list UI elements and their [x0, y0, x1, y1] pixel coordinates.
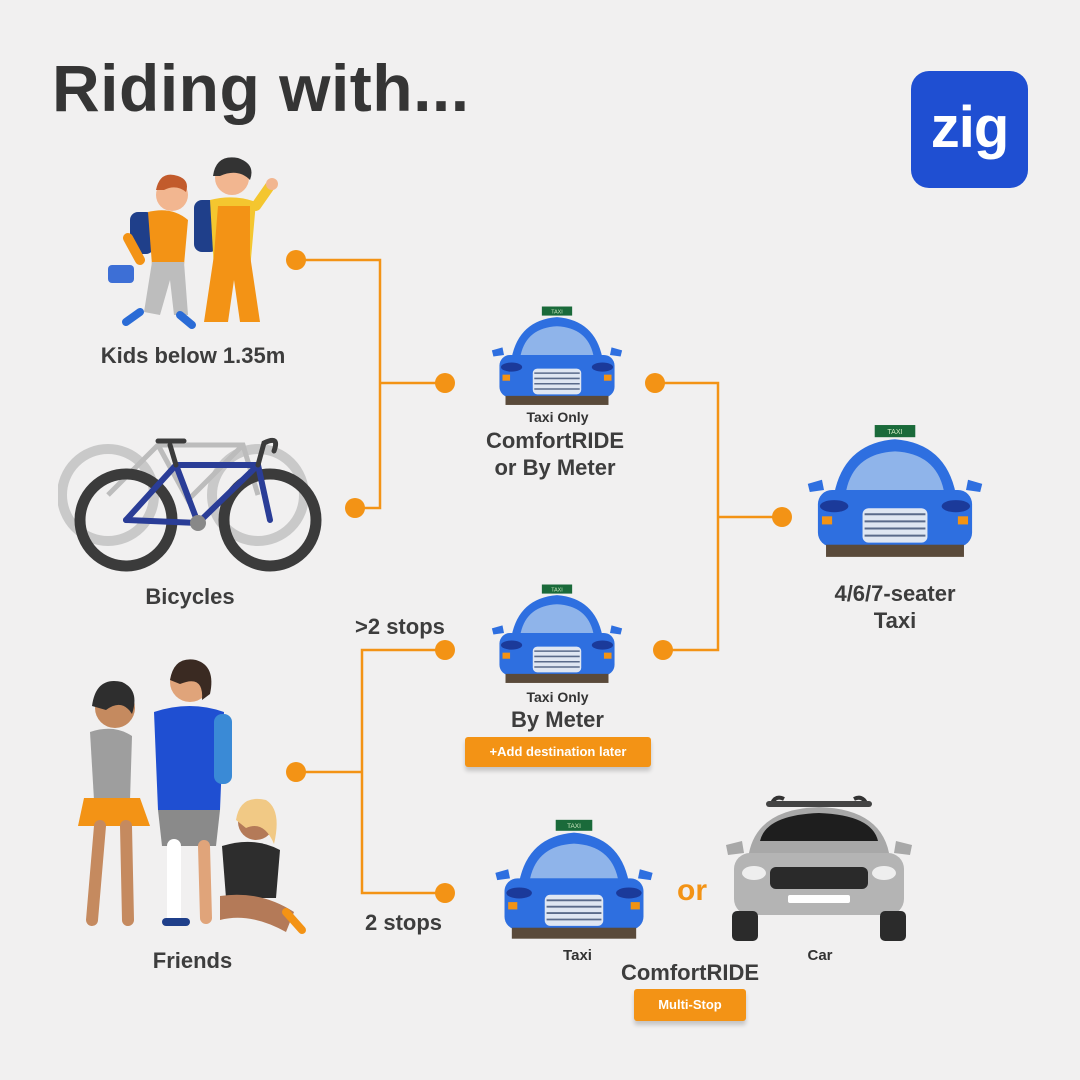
dot-friends: [286, 762, 306, 782]
seater-title-line1: 4/6/7-seater: [834, 581, 956, 606]
taxi-sign-text: TAXI: [551, 309, 562, 315]
more-stops-label: >2 stops: [355, 614, 445, 639]
bicycles-label: Bicycles: [145, 584, 235, 609]
or-text: or: [677, 874, 707, 907]
friends-illustration: [78, 659, 306, 934]
bymeter-caption: Taxi Only: [526, 689, 589, 705]
page-title: Riding with...: [52, 51, 470, 125]
connector-stops-branch: [360, 648, 445, 895]
taxi-icon: TAXI: [495, 819, 653, 939]
comfortride-title-line2: or By Meter: [494, 455, 616, 480]
car-icon: [726, 795, 912, 941]
two-stops-label: 2 stops: [365, 910, 443, 935]
friends-label: Friends: [152, 948, 233, 973]
taxi-icon: TAXI: [491, 306, 623, 405]
dot-kids: [286, 250, 306, 270]
taxi-icon: TAXI: [491, 584, 623, 683]
multistop-tag: Multi-Stop: [634, 989, 746, 1021]
dot-bymeter-out: [653, 640, 673, 660]
seater-title-line2: Taxi: [873, 608, 917, 633]
multistop-taxi-caption: Taxi: [563, 947, 592, 964]
dot-bicycles: [345, 498, 365, 518]
comfortride-title-line1: ComfortRIDE: [485, 428, 625, 453]
zig-logo: zig: [911, 71, 1028, 188]
logo-text: zig: [930, 95, 1010, 160]
dot-comfortride: [435, 373, 455, 393]
car-caption: Car: [807, 947, 833, 964]
add-destination-tag: +Add destination later: [465, 737, 651, 767]
dot-seater: [772, 507, 792, 527]
taxi-sign-text: TAXI: [551, 587, 562, 593]
kids-illustration: [108, 157, 278, 329]
dot-multistop: [435, 883, 455, 903]
taxi-sign-text: TAXI: [567, 823, 581, 830]
comfortride-caption: Taxi Only: [526, 409, 589, 425]
connector-to-seater-top: [655, 381, 720, 652]
taxi-icon: TAXI: [807, 425, 983, 557]
taxi-sign-text: TAXI: [887, 428, 902, 436]
multistop-title: ComfortRIDE: [620, 960, 760, 985]
dot-comfortride-out: [645, 373, 665, 393]
bymeter-title: By Meter: [511, 707, 604, 732]
dot-bymeter: [435, 640, 455, 660]
kids-label: Kids below 1.35m: [100, 343, 286, 368]
bicycles-illustration: [58, 437, 322, 572]
